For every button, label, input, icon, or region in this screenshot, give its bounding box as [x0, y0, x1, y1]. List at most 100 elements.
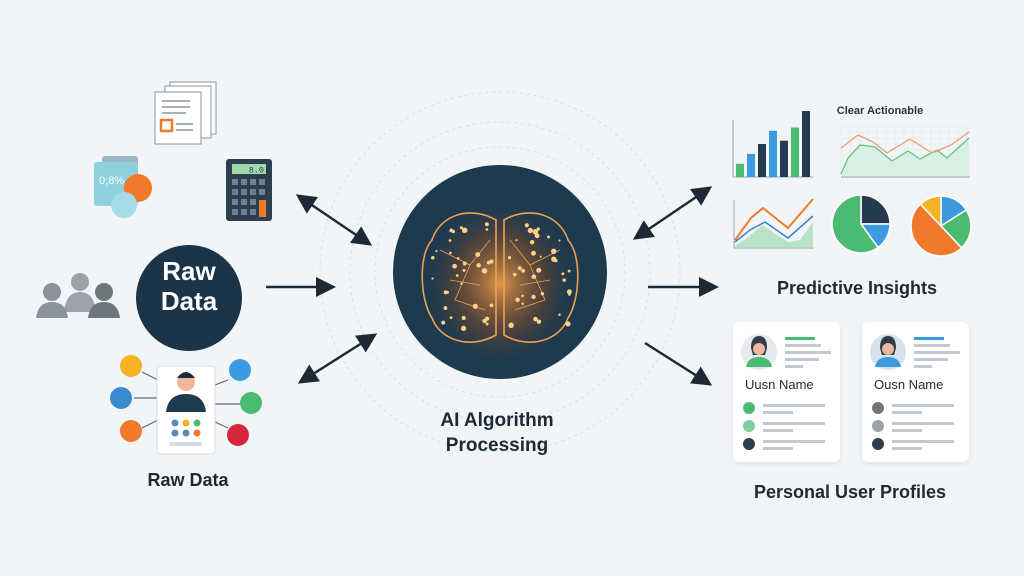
neuron-node [460, 325, 467, 331]
neuron-node [536, 227, 540, 231]
calculator-key [232, 199, 238, 205]
neuron-node [443, 306, 448, 310]
neuron-node [531, 250, 536, 256]
neuron-node [558, 313, 561, 317]
neuron-node [568, 293, 571, 296]
profile-card: Ousn Name [862, 322, 969, 462]
neuron-node [534, 233, 540, 239]
raw-data-caption: Raw Data [147, 470, 229, 490]
neuron-nodes [430, 222, 572, 331]
neuron-node [482, 318, 487, 324]
neuron-node [517, 266, 522, 271]
calculator-key [241, 189, 247, 195]
profile-card: Uusn Name [733, 322, 840, 462]
neuron-node [476, 263, 481, 268]
neuron-node [527, 227, 533, 234]
calculator-key [259, 189, 265, 195]
calculator-key [250, 179, 256, 185]
charts-title: Clear Actionable [836, 105, 924, 117]
pie-slice [910, 203, 963, 257]
neuron-node [475, 252, 481, 257]
neuron-node [565, 321, 571, 327]
neuron-node [430, 255, 435, 260]
profile-name: Uusn Name [745, 377, 814, 392]
neuron-node [532, 229, 539, 235]
pie-chart [831, 194, 891, 254]
pie-slice [860, 194, 891, 225]
arrow-right [644, 341, 713, 386]
bar [791, 127, 799, 177]
neuron-node [460, 282, 463, 285]
neuron-node [536, 267, 542, 273]
chat-stats-icon [94, 156, 152, 218]
bar [747, 153, 755, 177]
neuron-node [562, 278, 566, 282]
neuron-node [529, 240, 535, 245]
calculator-display: 8.0 [249, 166, 264, 176]
arrow-bidirectional [295, 194, 373, 246]
user-profile-hub-icon [110, 355, 262, 455]
arrow-bidirectional [632, 186, 713, 240]
neuron-node [567, 269, 571, 273]
bar [758, 144, 766, 177]
neuron-node [540, 292, 545, 296]
neuron-node [521, 302, 524, 305]
neuron-node [551, 256, 557, 262]
predictive-insights-label: Predictive Insights [776, 278, 938, 298]
profile-card-graphics [870, 334, 960, 450]
neuron-node [485, 228, 489, 231]
calculator-key [241, 209, 247, 215]
neuron-node [489, 303, 494, 308]
pie-slice [939, 208, 972, 249]
calculator-key [232, 179, 238, 185]
personal-user-profiles-label: Personal User Profiles [753, 482, 947, 502]
neuron-node [561, 272, 565, 276]
neuron-node [531, 294, 536, 300]
ai-processing-label: AI Algorithm Processing [440, 408, 553, 458]
neuron-node [531, 274, 537, 280]
bar [780, 140, 788, 177]
documents-icon [154, 81, 217, 145]
calculator-icon [226, 159, 272, 221]
calculator-key [241, 199, 247, 205]
network-rings [319, 91, 681, 453]
profile-card-graphics [741, 334, 831, 450]
neuron-node [521, 294, 524, 298]
neuron-node [446, 290, 450, 294]
neuron-node [513, 272, 517, 277]
bar-chart [732, 111, 813, 178]
neuron-node [449, 251, 452, 255]
neuron-node [452, 263, 457, 269]
neuron-node [459, 226, 463, 230]
calculator-key [259, 179, 265, 185]
neuron-node [472, 303, 478, 309]
neuron-node [547, 235, 550, 239]
bar [802, 111, 810, 177]
calculator-key [250, 189, 256, 195]
neuron-node [508, 322, 514, 329]
pie-slice [919, 195, 942, 228]
brain-glow [422, 190, 578, 360]
calculator-key [232, 209, 238, 215]
neuron-node [462, 268, 466, 272]
neuron-node [550, 248, 557, 255]
neuron-node [515, 239, 518, 242]
neuron-node [456, 257, 460, 260]
neuron-node [486, 260, 491, 265]
neuron-node [536, 319, 542, 324]
bar [736, 163, 744, 177]
people-group-icon [36, 273, 120, 318]
neuron-node [462, 261, 467, 266]
neuron-node [431, 277, 434, 280]
neuron-node [485, 322, 489, 326]
neuron-node [539, 255, 542, 258]
neuron-node [507, 255, 512, 260]
raw-data-hub-label: Raw Data [160, 256, 218, 316]
neuron-node [521, 268, 526, 273]
ai-processing-line1: AI Algorithm [440, 410, 554, 431]
flow-arrows [266, 186, 719, 386]
neuron-node [533, 316, 538, 322]
calculator-key [241, 179, 247, 185]
neuron-node [461, 315, 466, 321]
